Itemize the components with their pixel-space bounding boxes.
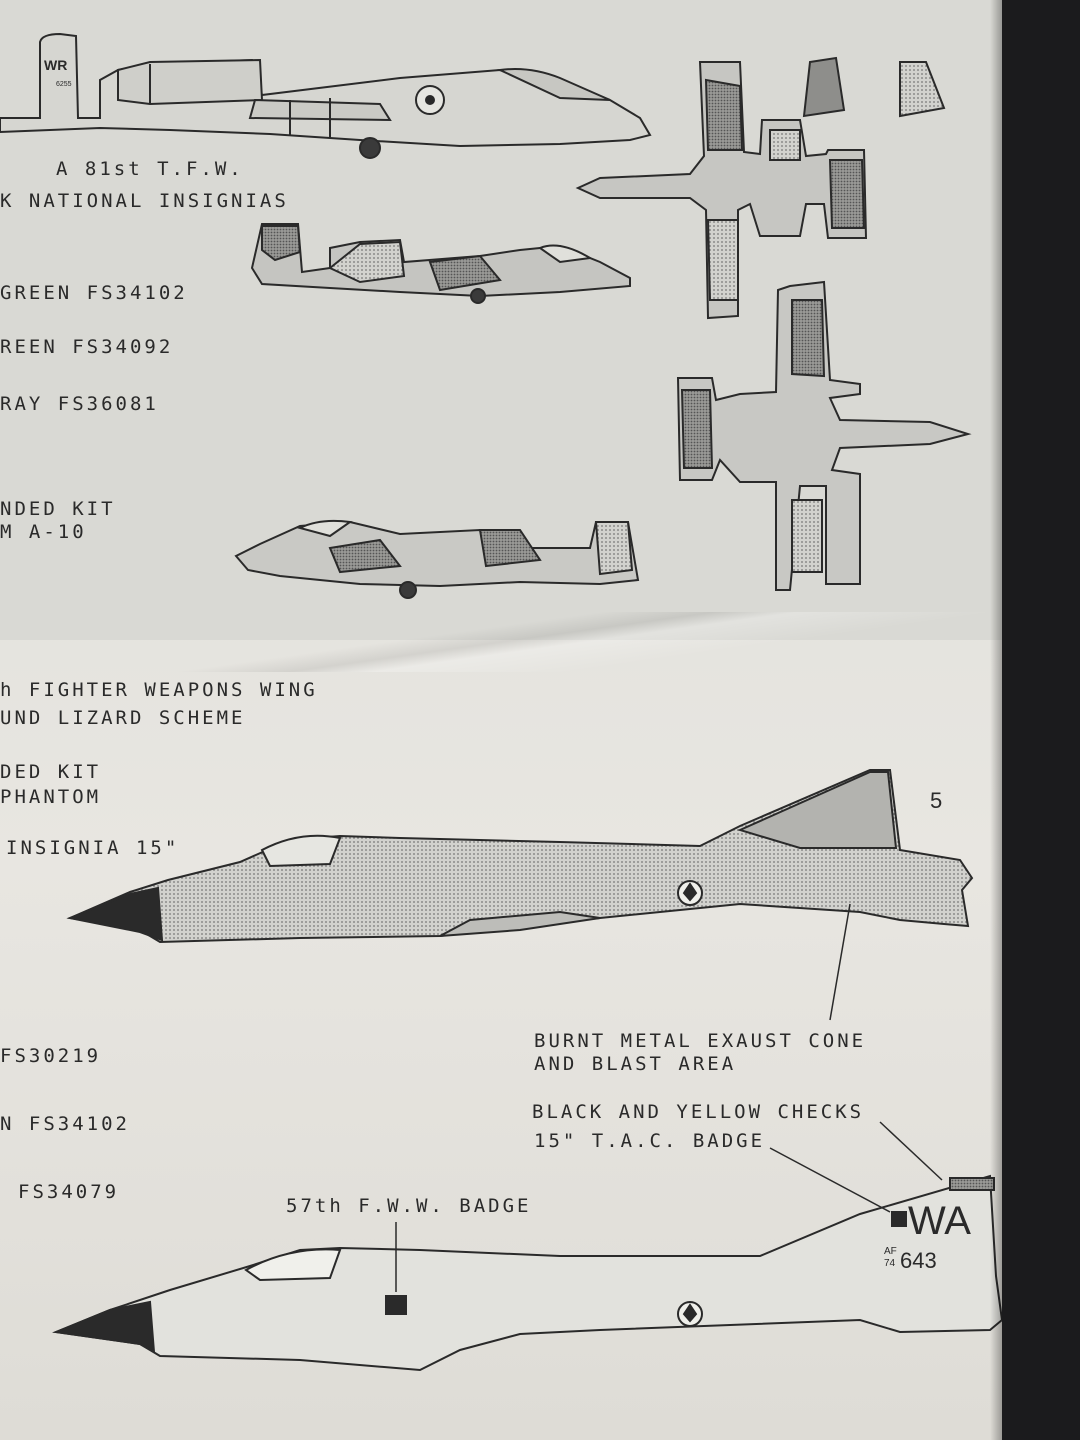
a10-tail-fins (802, 56, 946, 118)
paper-edge-shadow (990, 0, 1002, 1440)
instruction-sheet: A 81st T.F.W. K NATIONAL INSIGNIAS GREEN… (0, 0, 1002, 1440)
f4-lizard-side-view (66, 769, 974, 944)
f4-tail-code: WA (908, 1199, 971, 1243)
a10-side-view-bottom (234, 519, 640, 599)
f4-scheme-line: UND LIZARD SCHEME (0, 707, 246, 729)
a10-color-1: GREEN FS34102 (0, 282, 188, 304)
checks-callout-line-2: 15" T.A.C. BADGE (534, 1130, 766, 1152)
f4-tail-year: 74 (884, 1258, 896, 1269)
a10-color-3: RAY FS36081 (0, 393, 159, 415)
f4-tail-af: AF (884, 1246, 897, 1257)
a10-tail-code: WR (44, 57, 67, 73)
a10-underside-view (676, 280, 972, 591)
tac-badge-leader-line (769, 1147, 891, 1213)
f4-color-1: FS30219 (0, 1045, 102, 1067)
a10-side-view-middle (250, 223, 631, 304)
f4-color-2: N FS34102 (0, 1113, 130, 1135)
a10-unit-line: A 81st T.F.W. (56, 158, 244, 180)
a10-insignia-line: K NATIONAL INSIGNIAS (0, 190, 289, 212)
a10-tail-serial: 6255 (56, 81, 72, 88)
a10-side-view-top (0, 32, 652, 159)
exhaust-callout-line-1: BURNT METAL EXAUST CONE (534, 1030, 867, 1052)
checks-leader-line (879, 1121, 943, 1181)
aircraft-drawings: WR 6255 (0, 32, 1002, 1372)
a10-top-view (575, 61, 868, 320)
f4-lizard-fin-number: 5 (930, 788, 942, 813)
f4-kit-line-1: DED KIT (0, 761, 102, 783)
exhaust-leader-line (829, 903, 851, 1021)
f4-kit-line-2: PHANTOM (0, 786, 102, 808)
f4-tail-number: 643 (900, 1248, 937, 1273)
a10-kit-line-2: M A-10 (0, 521, 87, 543)
f4-unit-line: h FIGHTER WEAPONS WING (0, 679, 318, 701)
checks-callout-line-1: BLACK AND YELLOW CHECKS (532, 1101, 865, 1123)
a10-kit-line-1: NDED KIT (0, 498, 116, 520)
f4-insignia-line: INSIGNIA 15" (6, 837, 180, 859)
a10-color-2: REEN FS34092 (0, 336, 174, 358)
f4-bottom-side-view (52, 1174, 1002, 1372)
paper-fold (0, 612, 1002, 672)
f4-color-3: FS34079 (18, 1181, 120, 1203)
exhaust-callout-line-2: AND BLAST AREA (534, 1053, 737, 1075)
fww-badge-callout: 57th F.W.W. BADGE (286, 1195, 532, 1217)
